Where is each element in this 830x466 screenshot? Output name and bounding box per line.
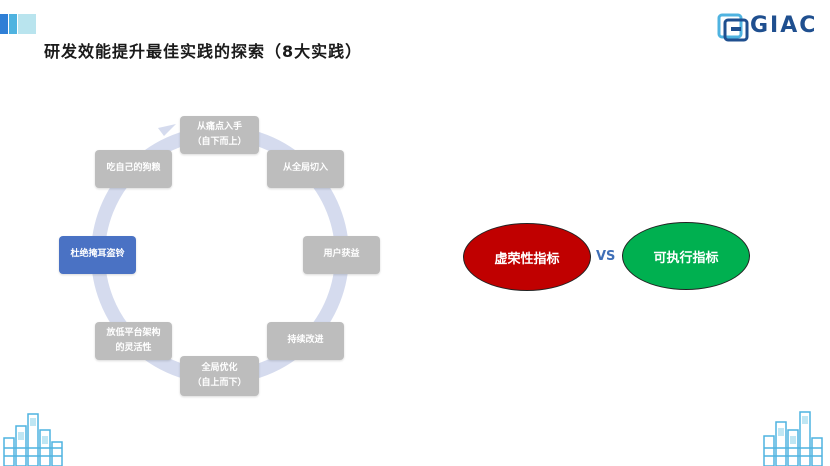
cycle-node-label: 的灵活性 [115,343,152,353]
cycle-node-global-entry: 从全局切入 [267,150,344,188]
cycle-node-continuous-improvement: 持续改进 [267,322,344,360]
cycle-node-label: 杜绝掩耳盗铃 [70,249,125,260]
skyline-decoration-icon [3,413,63,466]
accent-bar [9,14,17,34]
accent-bar [0,14,8,34]
vanity-metrics-label: 虚荣性指标 [494,251,560,267]
vanity-metrics-oval: 虚荣性指标 [463,223,591,291]
giac-logo: GIAC [717,12,823,42]
logo-mark-icon [717,13,749,42]
vs-label: VS [596,249,616,264]
cycle-node-user-benefit: 用户获益 [303,236,380,274]
slide-title: 研发效能提升最佳实践的探索（8大实践） [44,42,363,61]
cycle-node-dogfooding: 吃自己的狗粮 [95,150,172,188]
cycle-node-label: （自上而下） [192,378,247,388]
cycle-node-label: 全局优化 [201,362,238,373]
cycle-node-global-optimization: 全局优化 （自上而下） [180,356,259,396]
cycle-node-label: 从痛点入手 [196,121,242,132]
cycle-node-label: 从全局切入 [282,163,328,174]
cycle-node-label: （自下而上） [192,137,247,147]
cycle-node-label: 持续改进 [287,335,324,346]
skyline-decoration-icon [763,411,823,466]
ring-arrow-icon [158,124,176,136]
cycle-node-label: 吃自己的狗粮 [106,163,161,174]
cycle-node-pain-point: 从痛点入手 （自下而上） [180,116,259,154]
logo-text: GIAC [750,13,818,38]
cycle-node-platform-flexibility: 放低平台架构的灵活性 [95,322,172,360]
cycle-node-label: 用户获益 [323,249,360,260]
actionable-metrics-label: 可执行指标 [653,250,719,266]
cycle-node-no-self-deception: 杜绝掩耳盗铃 [59,236,136,274]
cycle-node-label: 放低平台架构 [106,327,161,338]
accent-bar [18,14,36,34]
actionable-metrics-oval: 可执行指标 [622,222,750,290]
